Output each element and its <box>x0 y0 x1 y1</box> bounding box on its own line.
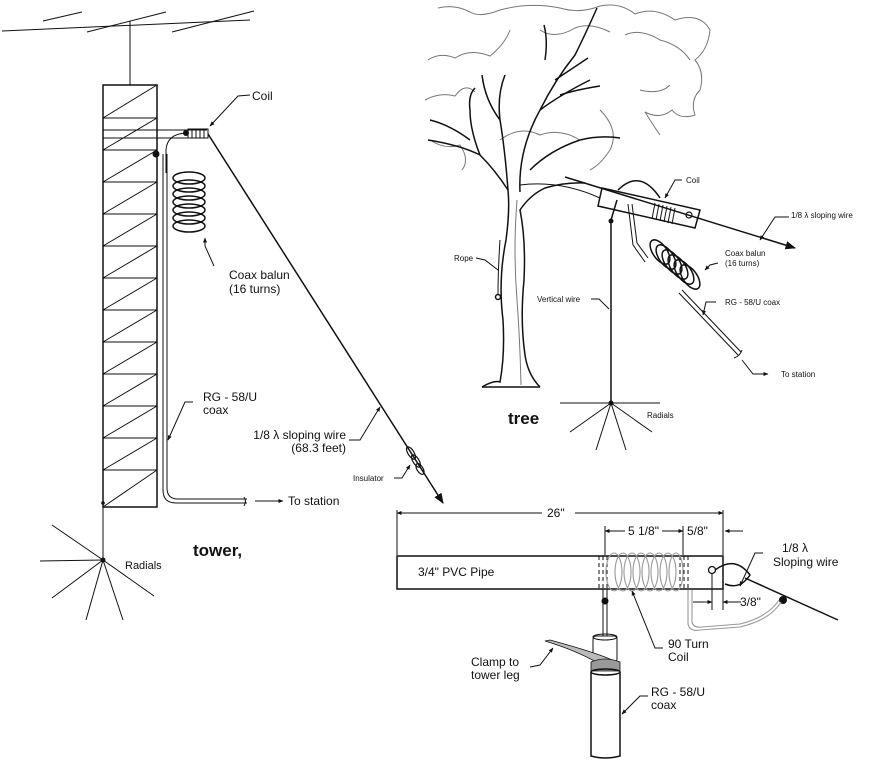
detail-sloping-label-2: Sloping wire <box>773 555 839 569</box>
tree-foliage <box>424 4 711 171</box>
coil-detail-panel: 26" 5 1/8" 5/8" 3/4" PVC Pipe <box>396 506 839 759</box>
dimension-coil-length: 5 1/8" 5/8" <box>604 524 743 555</box>
tree-rope-label: Rope <box>454 254 474 263</box>
tower-sloping-label-1: 1/8 λ sloping wire <box>253 428 346 442</box>
ninety-turn-coil <box>605 552 684 592</box>
tower-panel: Coil Coax balun (16 turns) RG - 58/U coa… <box>1 10 444 621</box>
detail-sloping-label-1: 1/8 λ <box>782 541 808 555</box>
pvc-pipe-label: 3/4" PVC Pipe <box>418 565 495 579</box>
clamp-label-1: Clamp to <box>471 655 519 669</box>
tower-radials-label: Radials <box>125 560 162 572</box>
beam-antenna <box>1 10 255 85</box>
tree-to-station-label: To station <box>781 370 815 379</box>
tree-balun-label-2: (16 turns) <box>725 259 760 268</box>
tree-coil-label: Coil <box>686 176 700 185</box>
tower-balun-label-2: (16 turns) <box>229 282 280 296</box>
tower-coil-label: Coil <box>252 89 273 103</box>
tree-title: tree <box>508 409 539 428</box>
tree-coax-label: RG - 58/U coax <box>725 298 780 307</box>
detail-sloping-wire <box>687 562 839 631</box>
tree-coil <box>564 176 797 250</box>
tower-radials <box>39 501 155 621</box>
tower-coax-label-1: RG - 58/U <box>203 390 257 404</box>
rope <box>494 183 601 301</box>
insulator-icon <box>405 446 425 475</box>
tree-radials <box>560 400 660 451</box>
tree-vertical-wire <box>608 199 618 403</box>
dimension-overall: 26" <box>396 506 724 555</box>
detail-coil-label-1: 90 Turn <box>668 637 709 651</box>
tower-coax-balun <box>162 132 247 507</box>
tower-structure <box>102 84 207 508</box>
detail-coax-label-1: RG - 58/U <box>651 685 705 699</box>
tree-radials-label: Radials <box>647 411 674 420</box>
dimension-3-8-label: 3/8" <box>740 595 761 609</box>
tower-balun-label-1: Coax balun <box>229 268 290 282</box>
detail-coil-label-2: Coil <box>668 650 689 664</box>
dimension-5-8-label: 5/8" <box>687 524 708 538</box>
tower-title: tower, <box>193 541 242 560</box>
tree-trunk <box>427 7 621 388</box>
dimension-26-label: 26" <box>547 506 565 520</box>
tree-vertical-wire-label: Vertical wire <box>537 295 581 304</box>
tree-sloping-label: 1/8 λ sloping wire <box>791 211 853 220</box>
tower-sloping-label-2: (68.3 feet) <box>291 441 346 455</box>
pvc-pipe: 3/4" PVC Pipe <box>396 555 724 590</box>
balun-coil-icon <box>172 171 206 233</box>
clamp-label-2: tower leg <box>471 668 520 682</box>
detail-coax <box>544 589 621 759</box>
detail-coax-label-2: coax <box>651 698 676 712</box>
tree-coax-balun <box>627 203 743 359</box>
tower-to-station-label: To station <box>288 494 339 508</box>
tower-sloping-wire <box>207 133 444 504</box>
tree-panel: Coil 1/8 λ sloping wire Coax balun (16 t… <box>424 4 853 451</box>
dimension-tap: 3/8" <box>693 573 761 610</box>
tower-coax-label-2: coax <box>203 403 228 417</box>
dimension-5-1-8-label: 5 1/8" <box>628 524 659 538</box>
tower-insulator-label: Insulator <box>353 474 384 483</box>
tree-balun-label-1: Coax balun <box>725 249 765 258</box>
tree-balun-coil-icon <box>649 239 701 290</box>
